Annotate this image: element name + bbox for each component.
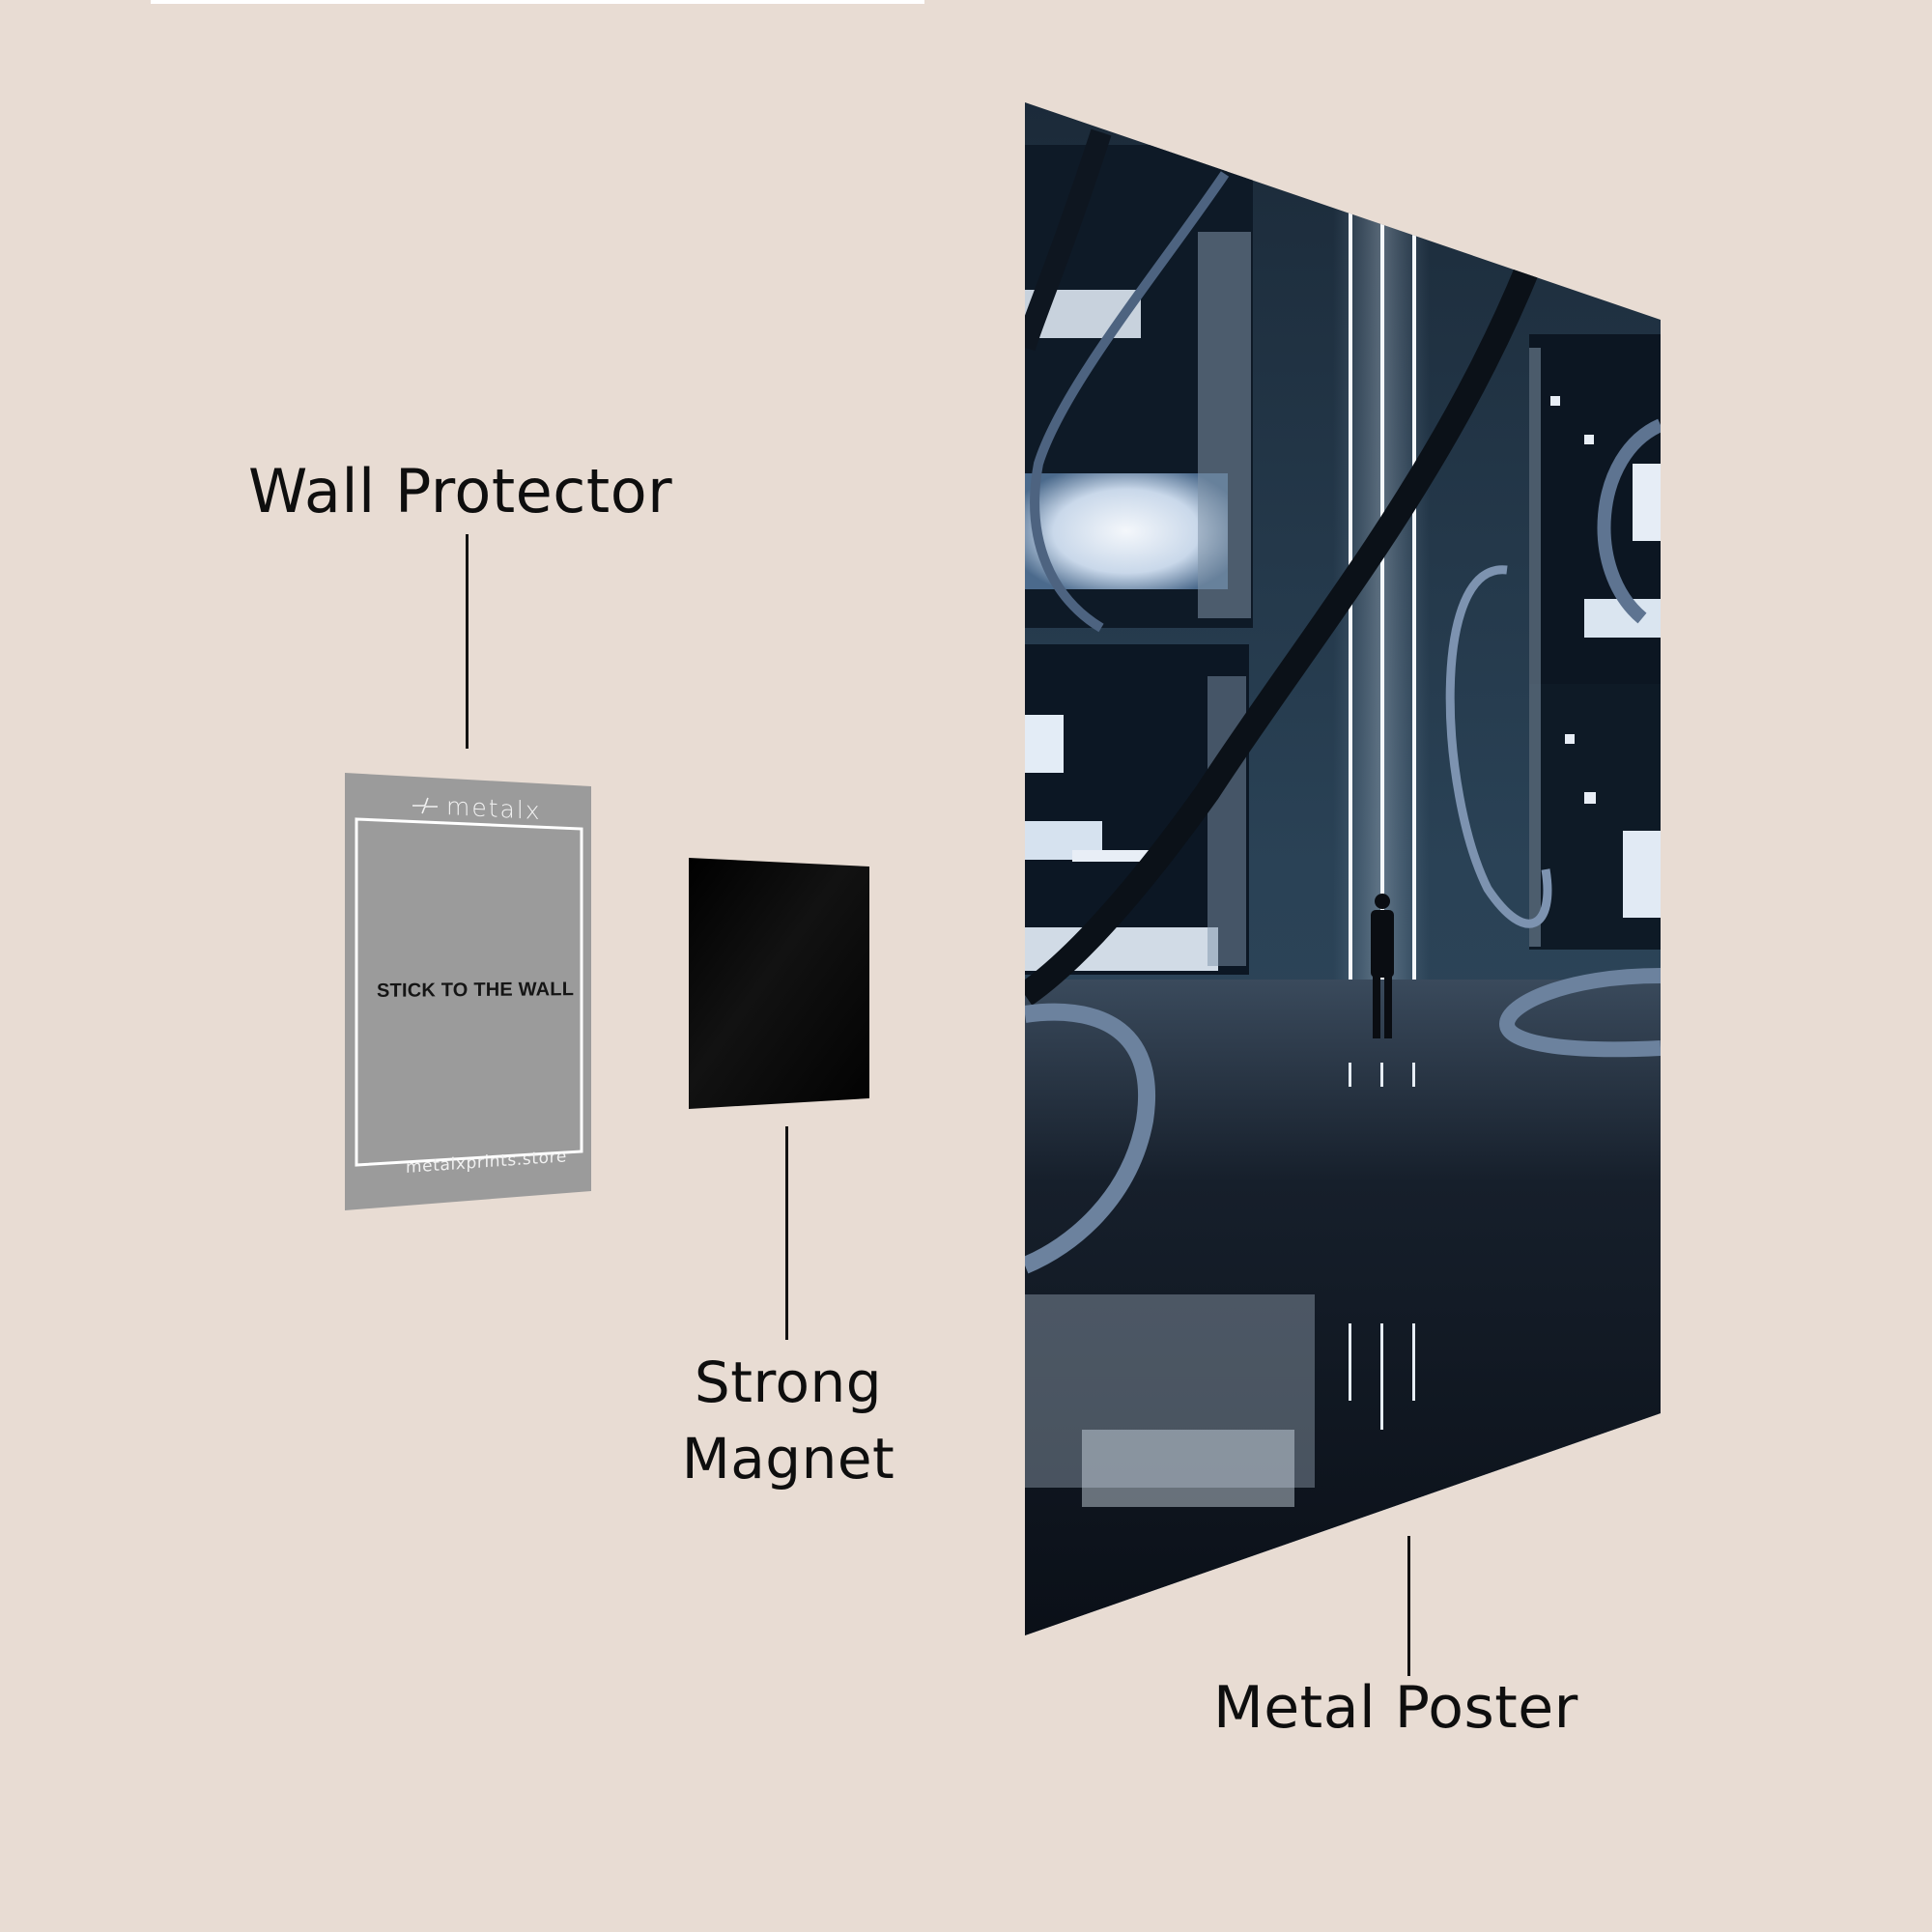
wall-protector-label: Wall Protector xyxy=(248,456,673,526)
metalx-brand-text: metalx xyxy=(446,792,542,826)
strong-magnet-plate xyxy=(689,858,869,1109)
metal-poster-label: Metal Poster xyxy=(1213,1674,1578,1742)
stick-to-wall-instruction: STICK TO THE WALL xyxy=(377,979,575,1002)
strong-magnet-label: Strong Magnet xyxy=(667,1345,910,1497)
wall-protector-card xyxy=(345,773,591,1210)
wall-protector-connector-line xyxy=(466,534,469,749)
metalx-logo-icon xyxy=(412,797,438,814)
strong-magnet-label-line1: Strong xyxy=(694,1350,883,1415)
top-edge-bar xyxy=(151,0,924,4)
metal-poster-artwork xyxy=(1025,102,1661,1635)
metal-poster-connector-line xyxy=(1407,1536,1410,1676)
standing-figure xyxy=(1371,894,1394,1038)
strong-magnet-connector-line xyxy=(785,1126,788,1340)
strong-magnet-label-line2: Magnet xyxy=(681,1426,895,1492)
